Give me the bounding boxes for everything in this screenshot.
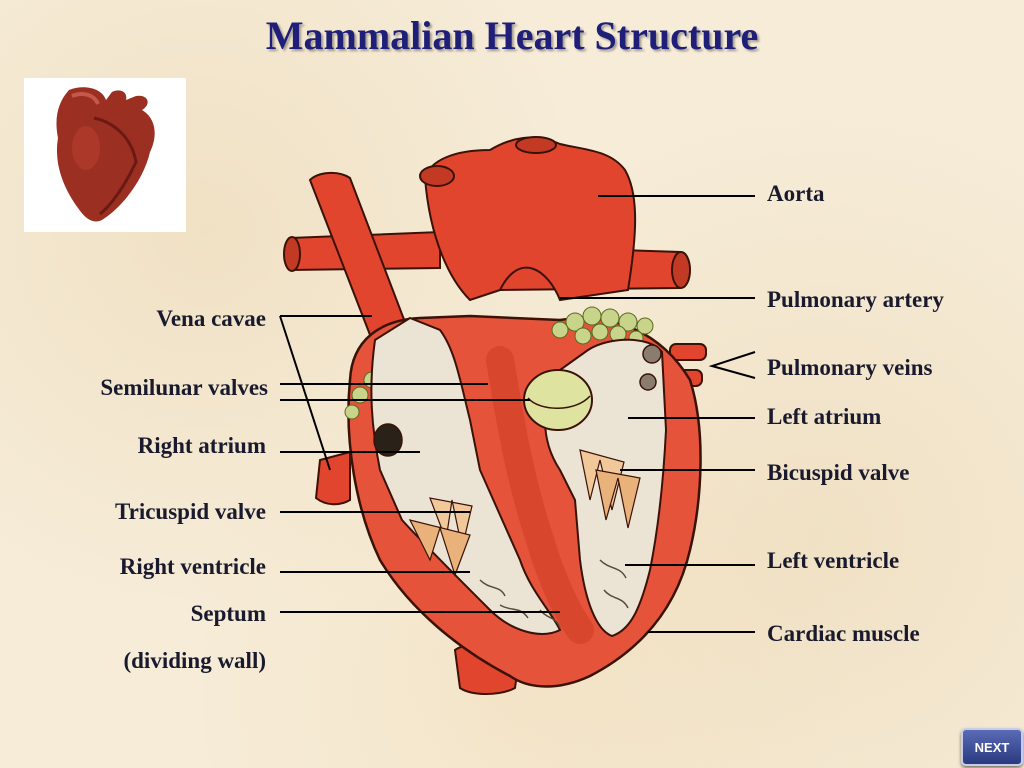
label-left-atrium: Left atrium	[767, 404, 882, 429]
heart-photo-icon	[56, 87, 155, 222]
bicuspid-valve-shape	[579, 449, 641, 529]
pointer-lines	[279, 195, 756, 633]
label-tricuspid-valve: Tricuspid valve	[114, 499, 266, 524]
label-aorta: Aorta	[767, 181, 825, 206]
tricuspid-valve-shape	[408, 497, 473, 577]
next-button[interactable]: NEXT	[961, 728, 1023, 766]
septum-wall	[486, 346, 594, 644]
label-cardiac-muscle: Cardiac muscle	[767, 621, 920, 646]
aorta-vessel	[419, 136, 637, 302]
label-septum: Septum	[190, 601, 266, 626]
label-left-ventricle: Left ventricle	[767, 548, 900, 573]
label-pulmonary-artery: Pulmonary artery	[767, 287, 944, 312]
label-vena-cavae: Vena cavae	[156, 306, 266, 331]
label-pulmonary-veins: Pulmonary veins	[767, 355, 933, 380]
heart-photo-thumbnail	[24, 78, 186, 232]
label-septum-note: (dividing wall)	[123, 648, 266, 673]
label-bicuspid-valve: Bicuspid valve	[767, 460, 910, 485]
label-right-ventricle: Right ventricle	[119, 554, 266, 579]
right-heart-chambers	[370, 316, 562, 635]
slide-title: Mammalian Heart Structure	[265, 13, 759, 58]
semilunar-valve-aortic	[523, 369, 593, 431]
label-semilunar-valves: Semilunar valves	[100, 375, 268, 400]
label-right-atrium: Right atrium	[137, 433, 266, 458]
